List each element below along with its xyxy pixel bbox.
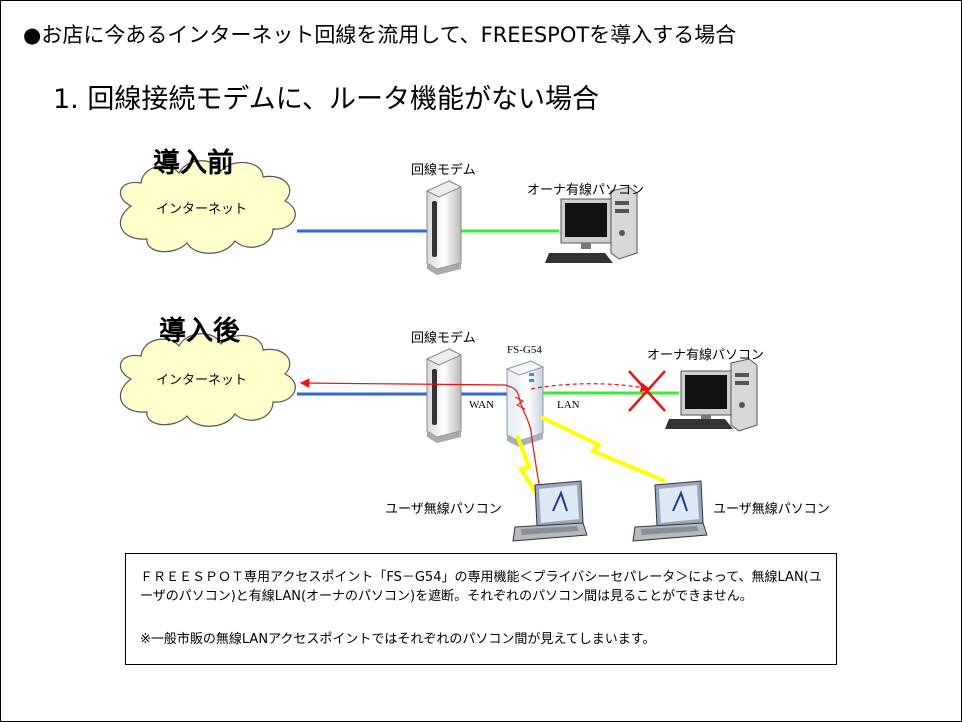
wireless-link-laptop2 <box>540 415 666 483</box>
note-box: ＦＲＥＥＳＰＯＴ専用アクセスポイント「FS－G54」の専用機能＜プライバシーセパ… <box>125 553 837 665</box>
blocked-path-arrow <box>530 382 651 392</box>
pc-label-before: オーナ有線パソコン <box>527 183 645 198</box>
laptop1-label: ユーザ無線パソコン <box>385 502 502 517</box>
cloud-icon <box>119 333 296 427</box>
section-title-after: 導入後 <box>159 316 240 347</box>
modem-icon <box>425 180 463 275</box>
allowed-path-arrow <box>299 378 542 498</box>
laptop-icon <box>632 480 708 542</box>
access-point-icon <box>505 360 545 447</box>
wireless-link-laptop1 <box>515 434 539 497</box>
laptop-icon <box>512 480 588 542</box>
wan-port-label: WAN <box>469 399 495 411</box>
note-paragraph-1: ＦＲＥＥＳＰＯＴ専用アクセスポイント「FS－G54」の専用機能＜プライバシーセパ… <box>140 570 822 604</box>
internet-label-after: インターネット <box>156 373 248 388</box>
pc-label-after: オーナ有線パソコン <box>647 348 765 363</box>
modem-label-after: 回線モデム <box>411 331 476 346</box>
desktop-pc-icon <box>545 186 638 263</box>
lan-port-label: LAN <box>557 399 580 411</box>
internet-label-before: インターネット <box>156 202 248 217</box>
x-mark-icon <box>628 370 666 412</box>
ap-label: FS-G54 <box>507 344 542 356</box>
modem-label-before: 回線モデム <box>411 163 476 178</box>
page-subheading: 1. 回線接続モデムに、ルータ機能がない場合 <box>53 84 599 115</box>
desktop-pc-icon <box>665 358 758 432</box>
cloud-icon <box>119 160 296 254</box>
modem-icon <box>425 348 463 443</box>
section-title-before: 導入前 <box>153 148 234 179</box>
laptop2-label: ユーザ無線パソコン <box>713 502 830 517</box>
page-heading: ●お店に今あるインターネット回線を流用して、FREESPOTを導入する場合 <box>23 23 737 47</box>
note-paragraph-2: ※一般市販の無線LANアクセスポイントではそれぞれのパソコン間が見えてしまいます… <box>140 632 656 647</box>
